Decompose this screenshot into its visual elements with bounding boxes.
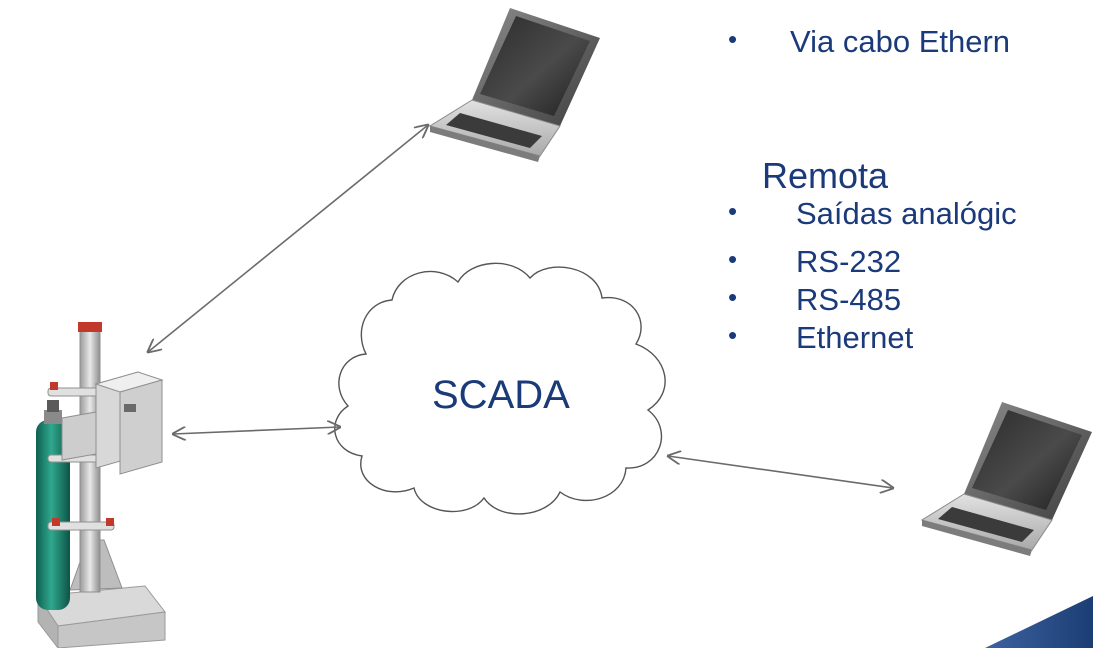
bullet-icon: • bbox=[728, 282, 738, 312]
analyzer-station-icon bbox=[36, 322, 166, 648]
remota-list: • Saídas analógic • RS-232 • RS-485 • Et… bbox=[728, 198, 1017, 360]
list-item-label: RS-232 bbox=[796, 244, 902, 279]
bullet-icon: • bbox=[728, 244, 738, 274]
list-item-label: Via cabo Ethern bbox=[790, 24, 1011, 59]
bullet-icon: • bbox=[728, 320, 738, 350]
list-item: • Saídas analógic bbox=[728, 198, 1017, 248]
list-item: • RS-485 bbox=[728, 284, 1017, 322]
bullet-icon: • bbox=[728, 196, 738, 226]
arrow-station-scada bbox=[173, 427, 340, 434]
arrow-scada-laptop bbox=[668, 456, 893, 488]
list-item-label: Ethernet bbox=[796, 320, 914, 355]
laptop-icon bbox=[428, 8, 600, 162]
clipped-heading-remnant bbox=[722, 0, 1022, 3]
remota-heading: Remota bbox=[762, 155, 889, 196]
scada-label: SCADA bbox=[432, 373, 570, 417]
list-item: • RS-232 bbox=[728, 246, 1017, 284]
list-item-label: Saídas analógic bbox=[796, 196, 1017, 231]
list-item: • Ethernet bbox=[728, 322, 1017, 360]
bullet-icon: • bbox=[728, 24, 738, 54]
corner-accent-band bbox=[985, 596, 1093, 648]
local-list: • Via cabo Ethern bbox=[728, 26, 1010, 60]
laptop-icon bbox=[920, 402, 1092, 556]
list-item: • Via cabo Ethern bbox=[728, 26, 1010, 60]
list-item-label: RS-485 bbox=[796, 282, 902, 317]
arrow-top-laptop-station bbox=[148, 125, 428, 352]
